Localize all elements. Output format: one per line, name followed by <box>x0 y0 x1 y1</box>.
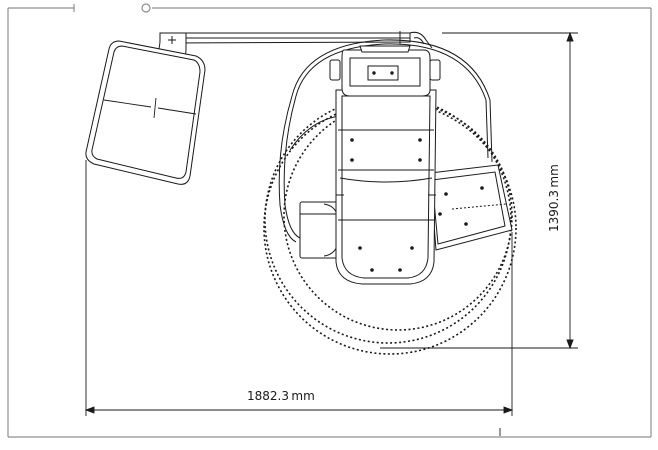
backrest-outline <box>278 39 493 243</box>
page-frame <box>7 3 652 438</box>
headrest <box>329 45 441 97</box>
depth-dimension-label: 1390.3 mm <box>547 164 561 232</box>
dimension-lines <box>84 31 578 436</box>
arm-connector <box>409 31 433 49</box>
chair-body <box>335 89 437 285</box>
side-arm <box>429 164 513 251</box>
width-dimension-label: 1882.3 mm <box>247 389 315 403</box>
left-box <box>299 201 341 259</box>
operator-tray <box>85 40 206 185</box>
